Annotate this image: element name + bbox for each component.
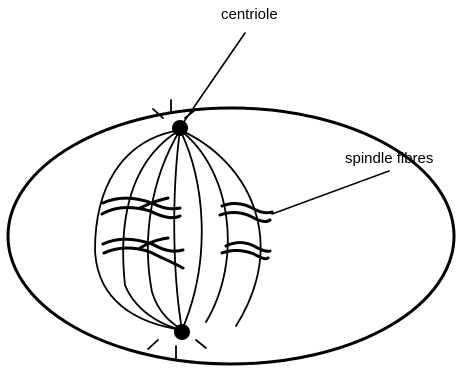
spindle-fibre [95,130,182,330]
spindle-fibre [123,130,182,330]
centriole-label: centriole [221,6,278,23]
spindle-fibres-label: spindle fibres [345,150,433,167]
spindle-fibre [174,130,182,330]
chromosomes-left [102,198,183,268]
centriole-leader-line [181,33,245,126]
centriole-bottom [174,324,190,340]
centriole-top [172,120,188,136]
spindle-fibres [95,130,261,330]
spindle-fibres-leader-line [272,171,389,214]
spindle-fibre [180,130,202,330]
spindle-fibre [180,130,228,322]
cell-membrane [8,108,454,364]
